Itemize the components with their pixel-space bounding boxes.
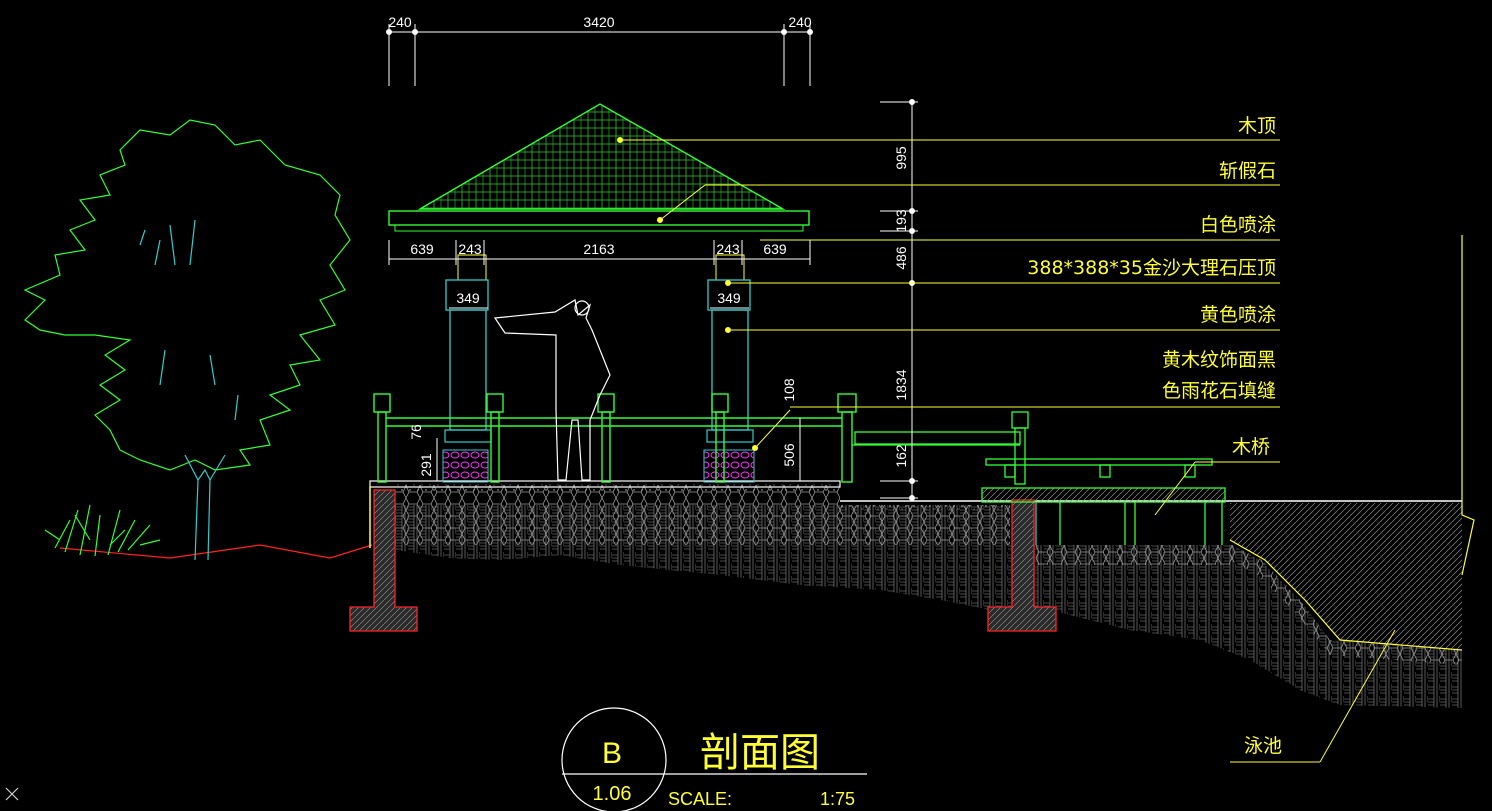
column-dim-right: 349 [717, 290, 741, 306]
note-marble-coping: 388*388*35金沙大理石压顶 [1027, 257, 1276, 279]
small-dim-76: 76 [408, 424, 424, 440]
column-dim-left: 349 [456, 290, 480, 306]
note-yellow-paint: 黄色喷涂 [1200, 304, 1276, 326]
section-letter: B [602, 737, 622, 770]
footing-left [349, 489, 418, 632]
eave-dim-4: 243 [716, 241, 740, 257]
small-dim-291: 291 [418, 453, 434, 477]
top-dim-middle: 3420 [583, 14, 614, 30]
ground-line [59, 544, 373, 559]
pavilion [373, 103, 857, 483]
note-wooden-bridge: 木桥 [1232, 436, 1270, 458]
footing-right [987, 499, 1057, 632]
eave-dim-2: 243 [458, 241, 482, 257]
eave-dim-3: 2163 [583, 241, 614, 257]
note-white-paint: 白色喷涂 [1200, 214, 1276, 236]
note-chopped-stone: 斩假石 [1219, 160, 1276, 182]
tree-outline [23, 119, 351, 471]
tree-trunk [139, 219, 239, 561]
scale-value: 1:75 [820, 789, 855, 809]
scale-label: SCALE: [668, 789, 732, 809]
title-block [561, 707, 867, 811]
close-icon[interactable] [5, 787, 19, 801]
note-wood-grain-line1: 黄木纹饰面黑 [1162, 349, 1276, 371]
small-dim-506: 506 [781, 443, 797, 467]
vertical-dim-193: 193 [893, 209, 909, 233]
eave-dim-1: 639 [410, 241, 434, 257]
top-dim-right: 240 [788, 14, 812, 30]
drawing-title: 剖面图 [700, 730, 820, 776]
note-wood-roof: 木顶 [1238, 115, 1276, 137]
top-dim-left: 240 [388, 14, 412, 30]
dimension-lines [386, 24, 918, 501]
sheet-number: 1.06 [593, 783, 632, 805]
leader-lines [617, 137, 1396, 763]
note-wood-grain-line2: 色雨花石填缝 [1162, 380, 1276, 402]
wooden-bridge [852, 411, 1226, 545]
small-dim-108: 108 [781, 378, 797, 402]
vertical-dim-486: 486 [893, 246, 909, 270]
vertical-dim-995: 995 [893, 146, 909, 170]
vertical-dim-162: 162 [893, 444, 909, 468]
eave-dim-5: 639 [763, 241, 787, 257]
vertical-dim-1834: 1834 [893, 369, 909, 400]
shrub [44, 504, 161, 557]
note-pool: 泳池 [1244, 735, 1282, 757]
